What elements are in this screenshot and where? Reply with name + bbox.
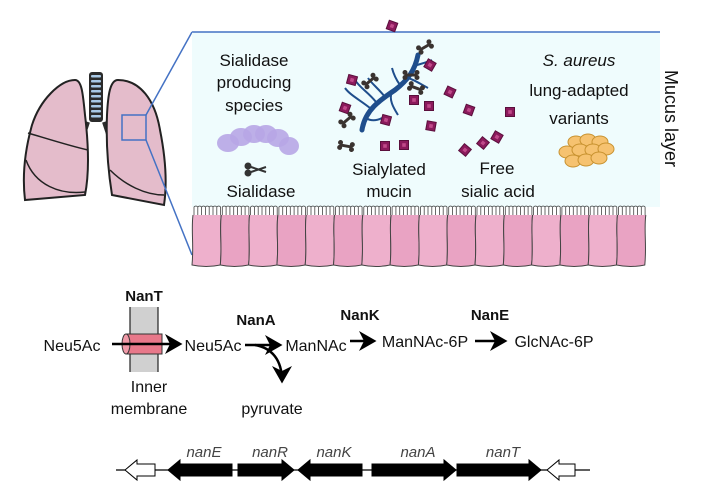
sialic-acid-icon	[475, 135, 491, 151]
galactose-icon	[407, 81, 425, 95]
saureus-line2: lung-adapted	[529, 81, 628, 100]
epithelial-cell	[276, 205, 307, 267]
mucin-line2: mucin	[366, 182, 411, 201]
nank-label: NanK	[340, 307, 379, 324]
galactose-icon	[416, 39, 434, 55]
sialidase-producing-bacteria	[217, 125, 299, 155]
sialidase-enzyme-label: Sialidase	[227, 182, 296, 201]
galactose-icon	[361, 72, 379, 90]
glcnac-6p-label: GlcNAc-6P	[514, 334, 593, 351]
sialic-acid-icon	[423, 58, 437, 72]
pyruvate-label: pyruvate	[241, 401, 302, 418]
sialic-acid-icon	[443, 85, 457, 99]
sialidase-species-line1: Sialidase	[220, 51, 289, 70]
sialic-acid-icon	[457, 142, 473, 158]
flanking-gene-arrow	[124, 458, 156, 482]
gene-label-nanA: nanA	[400, 444, 435, 461]
epithelial-cell	[219, 205, 251, 267]
sialic-acid-icon	[425, 120, 437, 132]
mucus-layer-label: Mucus layer	[661, 70, 681, 167]
mannac-6p-label: ManNAc-6P	[382, 334, 468, 351]
epithelial-cell	[559, 205, 590, 267]
gene-arrow-nanA	[371, 458, 457, 482]
epithelial-cell	[587, 205, 618, 267]
epithelial-cell	[389, 205, 420, 267]
free-sialic-acid-cluster	[425, 85, 515, 158]
epithelial-cell	[531, 205, 562, 267]
gene-arrow-nanR	[237, 458, 295, 482]
gene-arrow-nanE	[167, 458, 233, 482]
free-sialic-line1: Free	[480, 159, 515, 178]
saureus-line3: variants	[549, 109, 609, 128]
flanking-gene-arrow	[546, 458, 576, 482]
sialic-acid-icon	[399, 140, 409, 150]
epithelial-cell	[361, 205, 392, 267]
sialylated-mucin-molecule	[337, 19, 437, 153]
membrane-label-line1: Inner	[131, 379, 168, 396]
s-aureus-cluster	[558, 133, 615, 168]
sialic-acid-icon	[424, 101, 434, 111]
free-sialic-line2: sialic acid	[461, 182, 535, 201]
zoom-line-bottom	[145, 139, 193, 256]
epithelial-cell	[248, 205, 279, 267]
epithelial-cell	[446, 205, 477, 267]
neu5ac-outside: Neu5Ac	[44, 338, 101, 355]
membrane-label-line2: membrane	[111, 401, 188, 418]
sialic-acid-icon	[505, 107, 515, 117]
epithelial-cell	[474, 205, 505, 267]
mucus-panel	[192, 31, 660, 207]
nan-operon	[124, 458, 576, 482]
zoom-line-top	[145, 31, 193, 116]
nant-label: NanT	[125, 288, 163, 305]
gene-label-nanK: nanK	[316, 444, 352, 461]
epithelial-cell	[417, 205, 449, 267]
saureus-line1: S. aureus	[543, 51, 616, 70]
mucin-line1: Sialylated	[352, 160, 426, 179]
neu5ac-inside: Neu5Ac	[185, 338, 242, 355]
epithelial-cell	[191, 205, 222, 267]
pyruvate-arrow	[254, 343, 292, 384]
sialic-acid-icon	[462, 103, 476, 117]
galactose-icon	[402, 70, 420, 80]
lung-illustration	[22, 72, 167, 207]
sialic-acid-icon	[409, 95, 419, 105]
nane-label: NanE	[471, 307, 509, 324]
mannac-label: ManNAc	[285, 338, 346, 355]
sialic-acid-icon	[379, 113, 393, 127]
galactose-icon	[338, 111, 356, 129]
epithelial-cell	[615, 205, 647, 267]
nana-label: NanA	[236, 312, 275, 329]
sialidase-species-line3: species	[225, 96, 283, 115]
gene-label-nanT: nanT	[486, 444, 522, 461]
gene-label-nanE: nanE	[186, 444, 222, 461]
left-lung	[22, 78, 90, 202]
epithelial-cell	[332, 205, 364, 267]
galactose-icon	[337, 139, 355, 153]
sialic-acid-icon	[490, 130, 504, 144]
right-lung	[105, 78, 167, 207]
epithelial-cell	[304, 205, 335, 267]
gene-label-nanR: nanR	[252, 444, 288, 461]
sialic-acid-icon	[385, 19, 399, 33]
scissors-icon	[244, 162, 267, 177]
zoom-region-box	[121, 114, 147, 141]
sialic-acid-icon	[345, 73, 359, 87]
gene-arrow-nanT	[456, 458, 542, 482]
gene-arrow-nanK	[297, 458, 363, 482]
sialidase-species-line2: producing	[217, 73, 292, 92]
sialic-acid-icon	[380, 141, 390, 151]
sialic-acid-icon	[338, 101, 352, 115]
epithelial-cell-layer	[191, 205, 647, 267]
epithelial-cell	[502, 205, 534, 267]
